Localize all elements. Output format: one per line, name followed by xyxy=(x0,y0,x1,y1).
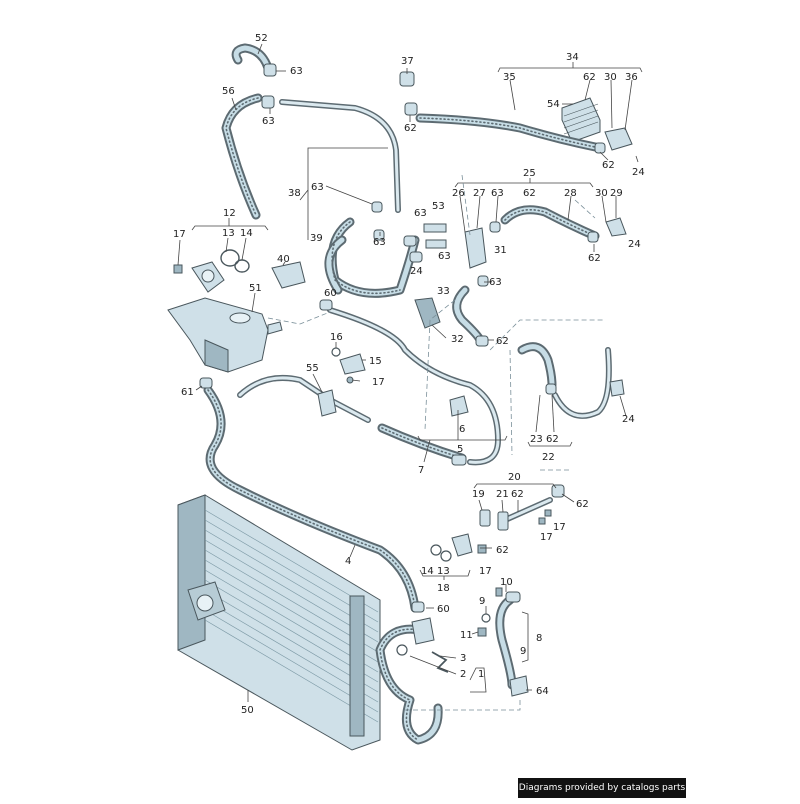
label-1: 1 xyxy=(478,669,484,680)
label-6: 6 xyxy=(459,424,465,435)
expansion-tank xyxy=(167,297,283,373)
label-24d: 24 xyxy=(622,414,635,425)
label-60a: 60 xyxy=(324,288,337,299)
label-63f: 63 xyxy=(438,251,451,262)
label-36: 36 xyxy=(625,72,638,83)
label-26: 26 xyxy=(452,188,465,199)
label-14a: 14 xyxy=(240,228,253,239)
label-18: 18 xyxy=(437,583,450,594)
footer-credit: Diagrams provided by catalogs parts xyxy=(518,778,686,798)
label-63c: 63 xyxy=(311,182,324,193)
label-62f: 62 xyxy=(496,336,509,347)
dashed-group-lines xyxy=(267,174,605,711)
label-29: 29 xyxy=(610,188,623,199)
label-52: 52 xyxy=(255,33,268,44)
label-24c: 24 xyxy=(410,266,423,277)
label-22: 22 xyxy=(542,452,555,463)
label-53: 53 xyxy=(432,201,445,212)
part-labels: 52 63 56 63 37 62 34 35 62 30 36 54 62 2… xyxy=(173,33,645,716)
label-32: 32 xyxy=(451,334,464,345)
label-17c: 17 xyxy=(553,522,566,533)
label-7: 7 xyxy=(418,465,424,476)
label-62b: 62 xyxy=(583,72,596,83)
label-62d: 62 xyxy=(523,188,536,199)
label-30a: 30 xyxy=(604,72,617,83)
label-38: 38 xyxy=(288,188,301,199)
label-13b: 13 xyxy=(437,566,450,577)
label-5: 5 xyxy=(457,444,463,455)
label-60b: 60 xyxy=(437,604,450,615)
label-24b: 24 xyxy=(628,239,641,250)
label-24a: 24 xyxy=(632,167,645,178)
label-63d: 63 xyxy=(373,237,386,248)
label-33: 33 xyxy=(437,286,450,297)
label-21: 21 xyxy=(496,489,509,500)
label-15: 15 xyxy=(369,356,382,367)
label-12: 12 xyxy=(223,208,236,219)
label-3: 3 xyxy=(460,653,466,664)
label-40: 40 xyxy=(277,254,290,265)
label-62e: 62 xyxy=(588,253,601,264)
label-9a: 9 xyxy=(479,596,485,607)
label-23: 23 xyxy=(530,434,543,445)
label-17d: 17 xyxy=(540,532,553,543)
label-25: 25 xyxy=(523,168,536,179)
label-56: 56 xyxy=(222,86,235,97)
leader-lines xyxy=(177,43,643,702)
small-parts xyxy=(173,63,627,697)
label-10: 10 xyxy=(500,577,513,588)
label-61: 61 xyxy=(181,387,194,398)
label-27: 27 xyxy=(473,188,486,199)
label-11: 11 xyxy=(460,630,473,641)
label-62h: 62 xyxy=(511,489,524,500)
label-63e: 63 xyxy=(414,208,427,219)
label-64: 64 xyxy=(536,686,549,697)
oil-cooler xyxy=(561,97,633,151)
label-62a: 62 xyxy=(404,123,417,134)
label-8: 8 xyxy=(536,633,542,644)
label-50: 50 xyxy=(241,705,254,716)
label-35: 35 xyxy=(503,72,516,83)
label-19: 19 xyxy=(472,489,485,500)
label-16: 16 xyxy=(330,332,343,343)
label-4: 4 xyxy=(345,556,351,567)
label-62j: 62 xyxy=(496,545,509,556)
label-17e: 17 xyxy=(479,566,492,577)
label-54: 54 xyxy=(547,99,560,110)
label-14b: 14 xyxy=(421,566,434,577)
label-31: 31 xyxy=(494,245,507,256)
label-17a: 17 xyxy=(173,229,186,240)
label-28: 28 xyxy=(564,188,577,199)
label-2: 2 xyxy=(460,669,466,680)
label-63a: 63 xyxy=(290,66,303,77)
label-13a: 13 xyxy=(222,228,235,239)
label-63g: 63 xyxy=(491,188,504,199)
label-30b: 30 xyxy=(595,188,608,199)
label-63b: 63 xyxy=(262,116,275,127)
label-17b: 17 xyxy=(372,377,385,388)
label-62c: 62 xyxy=(602,160,615,171)
label-39: 39 xyxy=(310,233,323,244)
label-9b: 9 xyxy=(520,646,526,657)
label-34: 34 xyxy=(566,52,579,63)
radiator xyxy=(177,494,381,751)
label-20: 20 xyxy=(508,472,521,483)
label-51: 51 xyxy=(249,283,262,294)
label-63h: 63 xyxy=(489,277,502,288)
label-62g: 62 xyxy=(546,434,559,445)
label-55: 55 xyxy=(306,363,319,374)
label-37: 37 xyxy=(401,56,414,67)
label-62i: 62 xyxy=(576,499,589,510)
hoses xyxy=(203,43,612,745)
